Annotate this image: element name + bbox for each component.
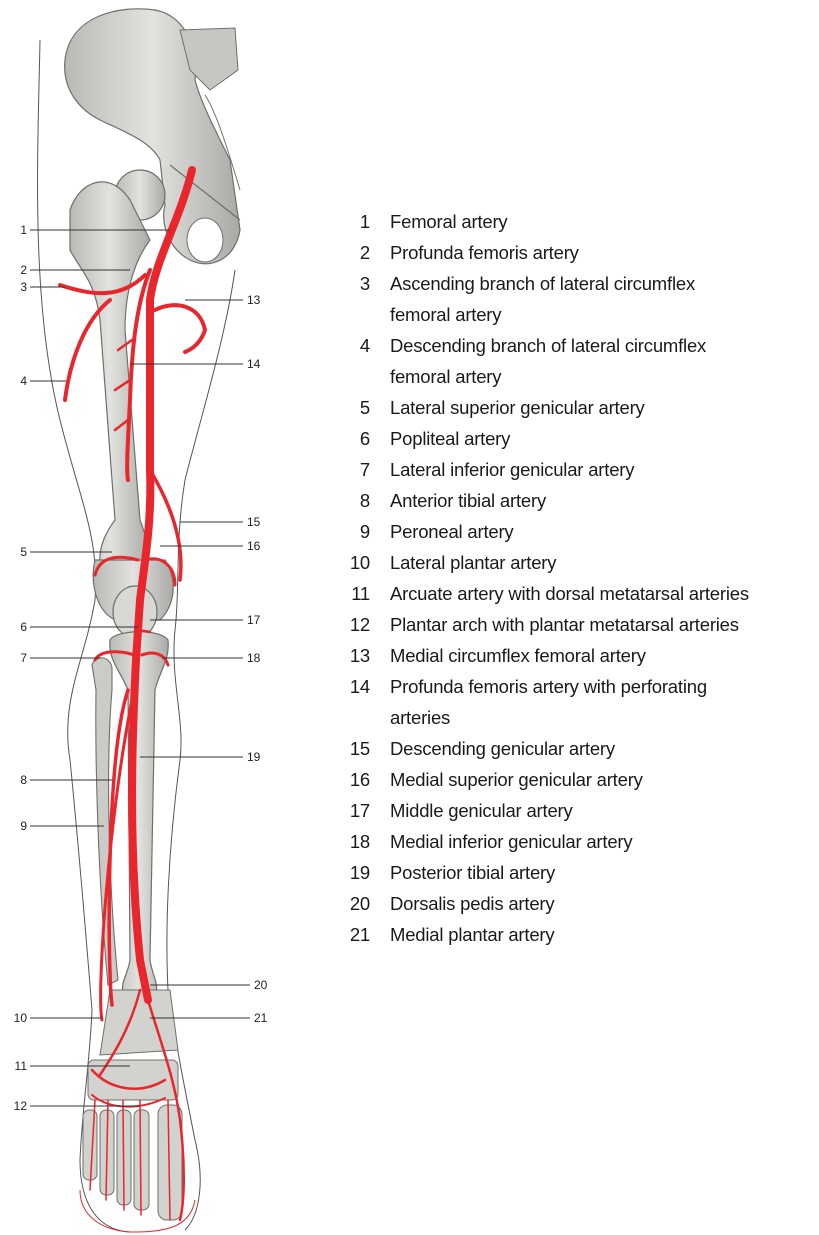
callout-19: 19: [247, 750, 261, 764]
legend-number: 12: [340, 609, 370, 640]
callout-3: 3: [20, 280, 27, 294]
legend-number: 17: [340, 795, 370, 826]
callout-1: 1: [20, 223, 27, 237]
callout-16: 16: [247, 539, 261, 553]
legend-label: Medial plantar artery: [390, 919, 554, 950]
legend-number: 11: [340, 578, 370, 609]
legend-item: 21 Medial plantar artery: [340, 919, 815, 950]
legend-label: Medial superior genicular artery: [390, 764, 643, 795]
medial-circumflex: [155, 305, 205, 352]
legend-item: 2 Profunda femoris artery: [340, 237, 815, 268]
legend-number: 8: [340, 485, 370, 516]
callout-21: 21: [254, 1011, 268, 1025]
callout-20: 20: [254, 978, 268, 992]
callout-14: 14: [247, 357, 261, 371]
legend-number: 19: [340, 857, 370, 888]
callout-15: 15: [247, 515, 261, 529]
legend-item: 10 Lateral plantar artery: [340, 547, 815, 578]
legend-number: 20: [340, 888, 370, 919]
legend-number: 14: [340, 671, 370, 702]
callout-13: 13: [247, 293, 261, 307]
legend-label: Lateral plantar artery: [390, 547, 556, 578]
legend-label: Dorsalis pedis artery: [390, 888, 554, 919]
callout-11: 11: [15, 1059, 28, 1073]
legend-item: 15 Descending genicular artery: [340, 733, 815, 764]
legend: 1Femoral artery2Profunda femoris artery3…: [340, 206, 815, 950]
legend-number: 18: [340, 826, 370, 857]
legend-label: Profunda femoris artery: [390, 237, 579, 268]
legend-item: 1 Femoral artery: [340, 206, 815, 237]
legend-label: Ascending branch of lateral circumflex f…: [390, 268, 760, 330]
legend-number: 10: [340, 547, 370, 578]
legend-number: 7: [340, 454, 370, 485]
callout-7: 7: [20, 651, 27, 665]
callout-12: 12: [14, 1099, 28, 1113]
legend-label: Femoral artery: [390, 206, 507, 237]
legend-label: Descending genicular artery: [390, 733, 615, 764]
legend-number: 15: [340, 733, 370, 764]
callout-9: 9: [20, 819, 27, 833]
legend-label: Medial circumflex femoral artery: [390, 640, 646, 671]
legend-item: 6 Popliteal artery: [340, 423, 815, 454]
legend-number: 2: [340, 237, 370, 268]
callout-6: 6: [20, 620, 27, 634]
legend-item: 14 Profunda femoris artery with perforati…: [340, 671, 815, 733]
legend-number: 13: [340, 640, 370, 671]
legend-label: Profunda femoris artery with perforating…: [390, 671, 760, 733]
callout-5: 5: [20, 545, 27, 559]
legend-number: 21: [340, 919, 370, 950]
legend-item: 5 Lateral superior genicular artery: [340, 392, 815, 423]
legend-number: 6: [340, 423, 370, 454]
legend-label: Popliteal artery: [390, 423, 510, 454]
legend-label: Arcuate artery with dorsal metatarsal ar…: [390, 578, 749, 609]
legend-number: 9: [340, 516, 370, 547]
legend-item: 17 Middle genicular artery: [340, 795, 815, 826]
legend-number: 1: [340, 206, 370, 237]
legend-label: Posterior tibial artery: [390, 857, 555, 888]
callout-numbers-right: 13 14 15 16 17 18 19 20 21: [247, 293, 268, 1025]
callout-4: 4: [20, 374, 27, 388]
callout-numbers: 1 2 3 4 5 6 7 8 9 10 11 12: [14, 223, 28, 1113]
legend-number: 16: [340, 764, 370, 795]
legend-item: 7 Lateral inferior genicular artery: [340, 454, 815, 485]
callout-8: 8: [20, 773, 27, 787]
legend-item: 16 Medial superior genicular artery: [340, 764, 815, 795]
legend-label: Lateral superior genicular artery: [390, 392, 645, 423]
legend-label: Descending branch of lateral circumflex …: [390, 330, 760, 392]
legend-item: 3 Ascending branch of lateral circumflex …: [340, 268, 815, 330]
legend-label: Lateral inferior genicular artery: [390, 454, 634, 485]
callout-10: 10: [14, 1011, 28, 1025]
legend-label: Medial inferior genicular artery: [390, 826, 632, 857]
legend-item: 19 Posterior tibial artery: [340, 857, 815, 888]
callout-2: 2: [20, 263, 27, 277]
legend-item: 9 Peroneal artery: [340, 516, 815, 547]
legend-label: Anterior tibial artery: [390, 485, 546, 516]
callout-18: 18: [247, 651, 261, 665]
legend-item: 20 Dorsalis pedis artery: [340, 888, 815, 919]
legend-item: 13 Medial circumflex femoral artery: [340, 640, 815, 671]
legend-item: 18 Medial inferior genicular artery: [340, 826, 815, 857]
legend-number: 4: [340, 330, 370, 361]
callout-17: 17: [247, 613, 261, 627]
legend-number: 5: [340, 392, 370, 423]
legend-item: 11 Arcuate artery with dorsal metatarsal …: [340, 578, 815, 609]
legend-label: Plantar arch with plantar metatarsal art…: [390, 609, 739, 640]
legend-label: Peroneal artery: [390, 516, 513, 547]
legend-label: Middle genicular artery: [390, 795, 573, 826]
legend-item: 12 Plantar arch with plantar metatarsal a…: [340, 609, 815, 640]
legend-number: 3: [340, 268, 370, 299]
leg-arteries-illustration: 1 2 3 4 5 6 7 8 9 10 11 12 13 14 15 16 1…: [0, 0, 300, 1235]
legend-item: 8 Anterior tibial artery: [340, 485, 815, 516]
legend-item: 4 Descending branch of lateral circumflex…: [340, 330, 815, 392]
